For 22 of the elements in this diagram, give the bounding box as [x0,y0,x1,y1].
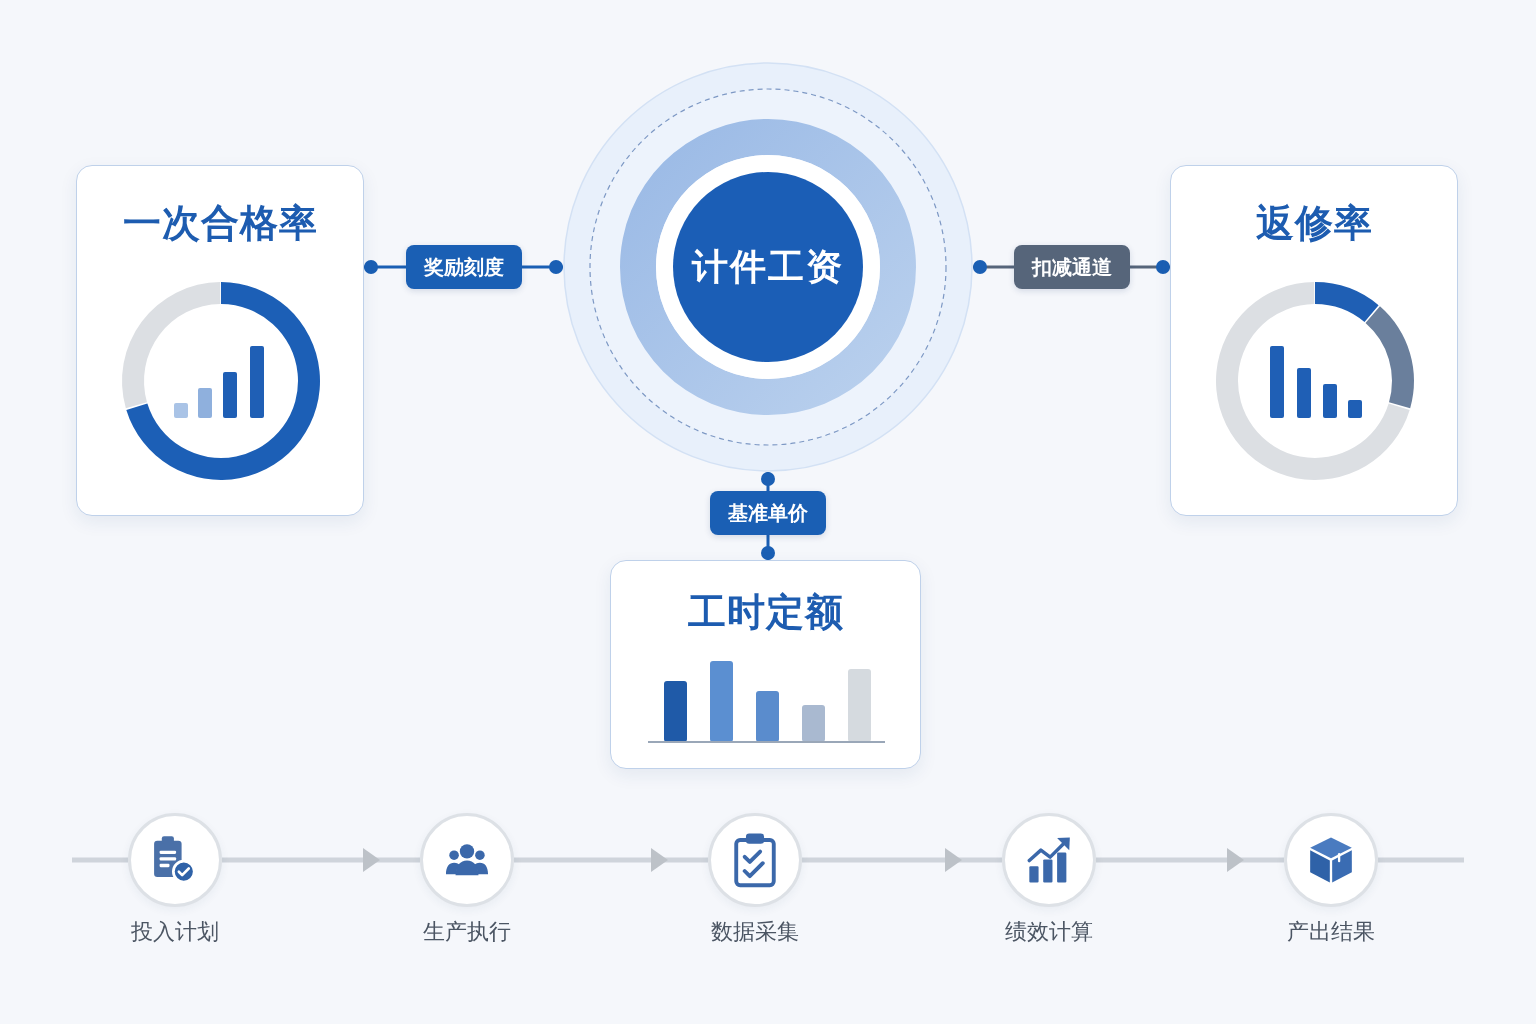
step-label: 生产执行 [423,919,511,945]
metric-card [1170,165,1458,516]
metric-card [76,165,364,516]
hub-title: 计件工资 [692,245,844,289]
card-title: 一次合格率 [122,200,318,246]
step-label: 产出结果 [1287,919,1375,945]
step-label: 数据采集 [711,919,799,945]
card-title: 工时定额 [687,589,844,635]
connector-line [1378,857,1464,863]
hub-circle [563,62,973,472]
metric-card [610,560,921,769]
step-label: 绩效计算 [1005,919,1093,945]
step-label: 投入计划 [131,919,219,945]
edge-label: 扣减通道 [1013,245,1130,289]
edge-label: 基准单价 [710,491,826,536]
connector-line [72,857,128,863]
flow-arrow [514,848,708,872]
card-title: 返修率 [1255,200,1373,246]
flow-arrow [802,848,1002,872]
flow-arrow [1096,848,1284,872]
edge-label: 奖励刻度 [405,245,522,289]
flow-arrow [222,848,420,872]
